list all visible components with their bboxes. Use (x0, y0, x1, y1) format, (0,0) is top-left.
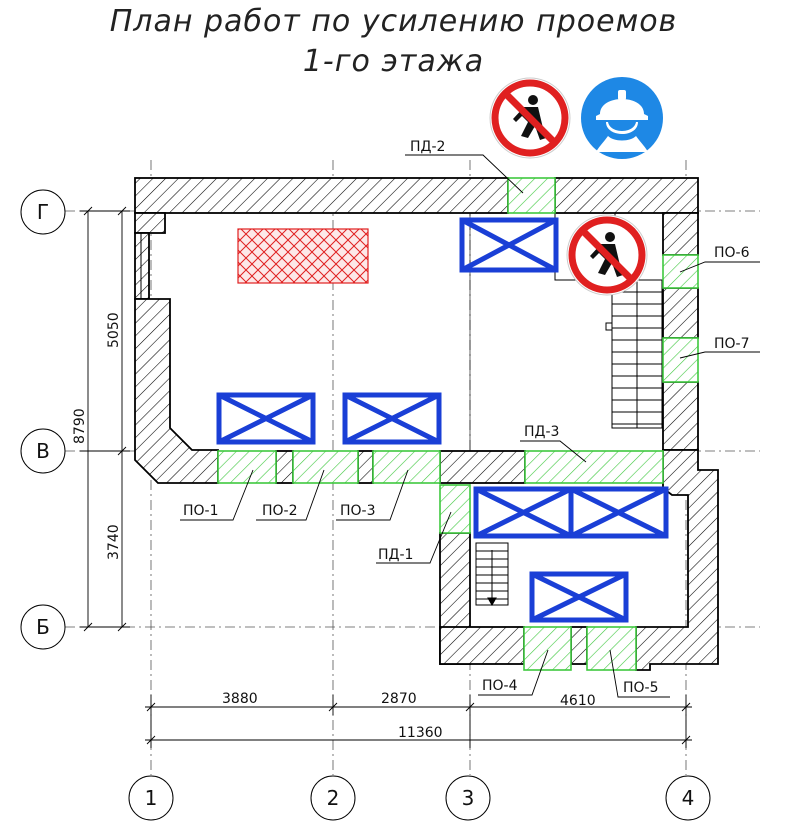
wall-left-lower (134, 298, 219, 484)
dim-11360: 11360 (398, 725, 443, 741)
axis-bubble-3 (445, 775, 491, 821)
opening-po2[interactable] (292, 450, 359, 484)
axis-bubble-b (20, 604, 66, 650)
leader-lines (180, 154, 760, 698)
dim-5050: 5050 (106, 312, 122, 348)
crate-left-2 (342, 392, 442, 445)
restricted-zone (237, 228, 369, 284)
opening-pd1[interactable] (439, 484, 471, 534)
dim-2870: 2870 (381, 691, 417, 707)
crates (216, 217, 669, 623)
plan-title-line-1: План работ по усилению проемов (109, 4, 678, 39)
label-po1: ПО-1 (183, 503, 219, 519)
crate-annex-double (473, 486, 669, 539)
wall-top-left (134, 177, 509, 214)
opening-pd3[interactable] (524, 450, 664, 484)
opening-po7[interactable] (662, 337, 699, 383)
axis-bubble-4 (665, 775, 711, 821)
label-po6: ПО-6 (714, 245, 750, 261)
vertical-dimensions (80, 206, 130, 632)
opening-po5[interactable] (586, 626, 637, 671)
axis-label-b: Б (36, 615, 50, 639)
axis-bubbles (20, 189, 711, 821)
axis-bubble-v (20, 428, 66, 474)
opening-po4[interactable] (523, 626, 572, 671)
wall-top-left-notch (134, 212, 166, 234)
label-po7: ПО-7 (714, 336, 750, 352)
staircase-annex-arrow-head (487, 597, 497, 607)
label-po5: ПО-5 (623, 680, 659, 696)
dim-8790: 8790 (72, 408, 88, 444)
crate-annex-bottom (529, 571, 629, 623)
wall-right-annex (635, 449, 719, 671)
axis-label-2: 2 (327, 786, 340, 810)
wall-annex-bottom-mid (570, 626, 588, 665)
axis-label-3: 3 (462, 786, 475, 810)
label-po4: ПО-4 (482, 678, 518, 694)
label-po3: ПО-3 (340, 503, 376, 519)
axis-label-v: В (36, 439, 50, 463)
walls (134, 177, 719, 671)
wall-mid-segment (439, 450, 526, 484)
staircase-annex (475, 542, 509, 607)
staircase-marker (605, 322, 613, 331)
axis-bubble-2 (310, 775, 356, 821)
openings (217, 177, 699, 671)
crate-left-1 (216, 392, 316, 445)
axis-bubble-1 (128, 775, 174, 821)
label-pd3: ПД-3 (524, 424, 559, 440)
label-po2: ПО-2 (262, 503, 298, 519)
axis-label-4: 4 (682, 786, 695, 810)
opening-pd2[interactable] (507, 177, 556, 214)
horizontal-dimensions (145, 695, 692, 748)
axis-bubble-g (20, 189, 66, 235)
label-pd1: ПД-1 (378, 547, 413, 563)
wall-right-middle (662, 287, 699, 339)
wall-left-jamb (134, 232, 150, 300)
dim-3880: 3880 (222, 691, 258, 707)
opening-po1[interactable] (217, 450, 277, 484)
wall-mid-pier-1 (275, 450, 294, 484)
horizontal-dimension-labels: 3880 2870 4610 11360 (222, 691, 596, 741)
opening-po3[interactable] (372, 450, 441, 484)
wall-top-right (554, 177, 699, 214)
no-pedestrians-icon-2 (566, 214, 648, 296)
helmet-required-icon (581, 77, 663, 159)
wall-right-top (662, 212, 699, 256)
axis-label-1: 1 (145, 786, 158, 810)
axis-label-g: Г (37, 200, 49, 224)
dim-4610: 4610 (560, 693, 596, 709)
crate-top-right (459, 217, 559, 273)
plan-title-line-2: 1-го этажа (302, 44, 485, 79)
wall-right-lower (662, 381, 699, 451)
no-pedestrians-icon (489, 77, 571, 159)
wall-mid-pier-2 (357, 450, 374, 484)
dim-3740: 3740 (106, 524, 122, 560)
label-pd2: ПД-2 (410, 139, 445, 155)
wall-annex-bottom-left (439, 626, 525, 665)
opening-labels: ПО-1 ПО-2 ПО-3 ПД-1 ПД-3 ПД-2 ПО-6 ПО-7 … (183, 139, 750, 696)
room-details (140, 213, 471, 451)
vertical-dimension-labels: 5050 3740 8790 (72, 312, 122, 560)
axis-bubble-labels: Г В Б 1 2 3 4 (36, 200, 694, 810)
